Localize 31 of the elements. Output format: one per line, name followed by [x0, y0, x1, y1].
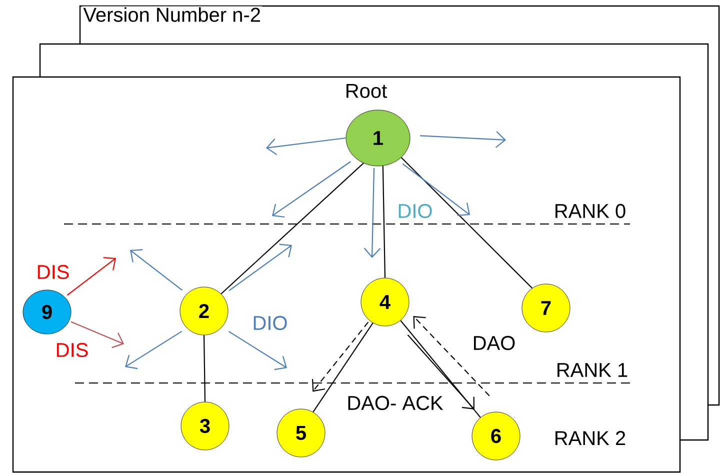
- arrow: [66, 257, 116, 296]
- arrow: [228, 244, 292, 292]
- link-line: [382, 166, 386, 278]
- edge-label: DIS: [35, 264, 71, 280]
- text-label: RANK 0: [552, 202, 628, 220]
- edge-label: DIO: [251, 314, 289, 332]
- link-line: [203, 335, 206, 402]
- arrow: [70, 321, 124, 348]
- arrow: [312, 322, 369, 392]
- text-label: RANK 2: [552, 430, 628, 446]
- link-line: [220, 162, 364, 294]
- arrow: [228, 330, 287, 370]
- link-line: [400, 157, 533, 289]
- node-caption: Root: [346, 84, 387, 98]
- arrow: [130, 249, 182, 291]
- arrow: [364, 168, 381, 258]
- arrow: [420, 131, 506, 148]
- arrow: [407, 334, 474, 410]
- edge-label: DIS: [54, 342, 90, 358]
- text-label: RANK 1: [554, 362, 630, 378]
- edge-label: DIO: [396, 202, 434, 220]
- edge-label: DAO- ACK: [346, 394, 444, 412]
- link-line: [312, 322, 374, 412]
- edge-label: DAO: [471, 334, 517, 352]
- text-label: Version Number n-2: [82, 6, 262, 23]
- arrow: [272, 161, 351, 218]
- arrow: [125, 330, 182, 370]
- arrow: [402, 163, 470, 216]
- arrow: [266, 137, 346, 156]
- link-line: [400, 320, 481, 418]
- arrow: [413, 316, 490, 396]
